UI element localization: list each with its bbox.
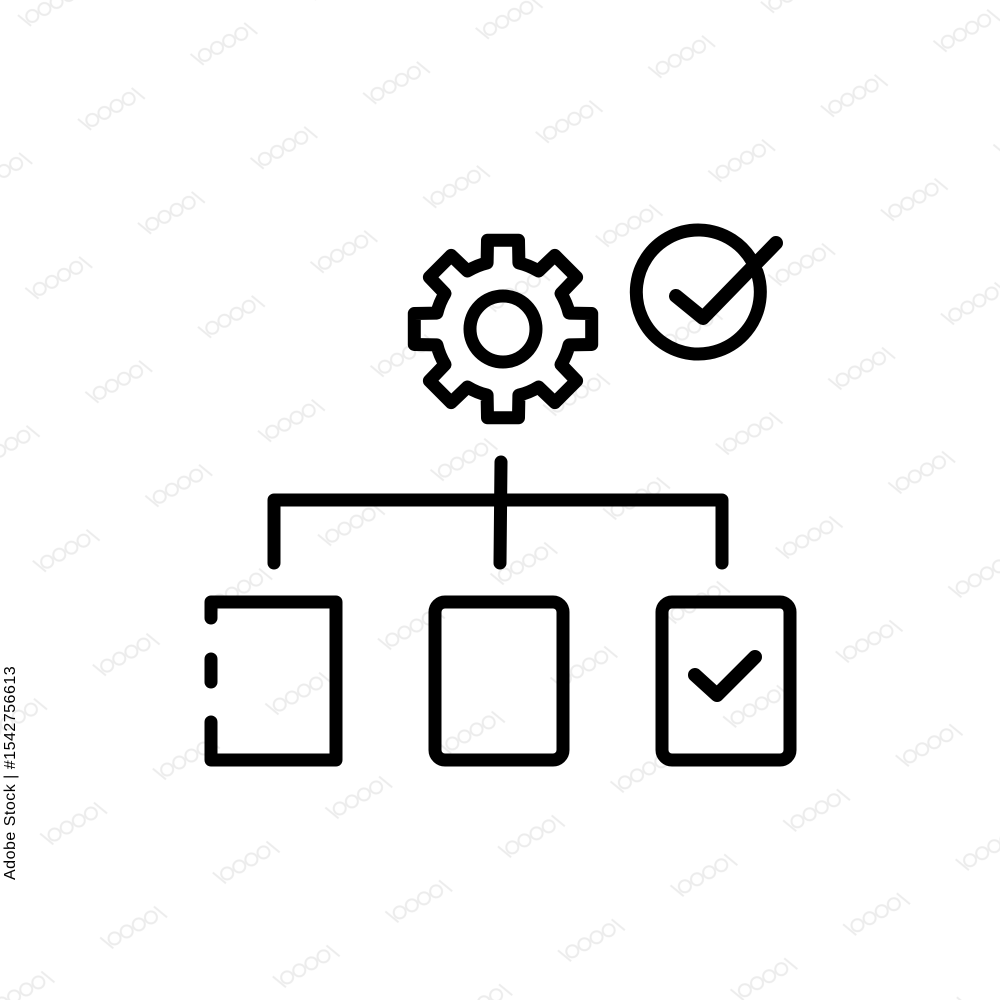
document-box-icon	[204, 595, 343, 767]
document-box-icon	[428, 595, 570, 767]
gear-icon	[407, 233, 599, 425]
checked-box-icon	[655, 595, 797, 767]
hierarchy-connector	[267, 455, 729, 570]
stock-id-label: Adobe Stock | #1542756613	[2, 665, 19, 880]
check-circle-icon	[629, 223, 783, 361]
